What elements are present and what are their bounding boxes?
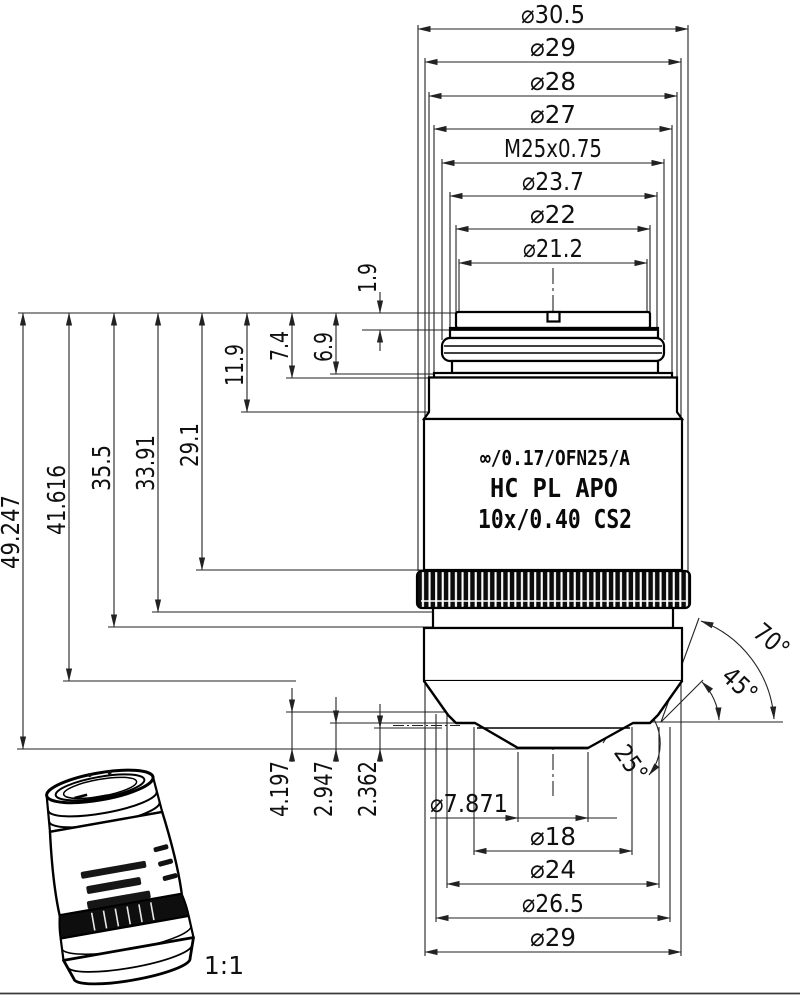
- dim-d22: ⌀22: [455, 200, 651, 233]
- top-extension-lines: [417, 25, 689, 571]
- dim-label-70deg: 70°: [748, 617, 796, 664]
- dim-label-d22: ⌀22: [530, 200, 576, 229]
- dim-label-d7-871: ⌀7.871: [430, 789, 508, 818]
- dim-label-7-4: 7.4: [265, 331, 294, 361]
- front-cone: [423, 680, 683, 750]
- dim-label-2-362: 2.362: [353, 761, 382, 817]
- scale-label: 1:1: [204, 951, 244, 980]
- dim-d18: ⌀18: [473, 822, 633, 855]
- dim-label-45deg: 45°: [716, 661, 764, 708]
- dim-label-41-616: 41.616: [42, 465, 71, 535]
- dim-label-29-1: 29.1: [175, 423, 204, 467]
- dim-label-d28: ⌀28: [530, 67, 576, 96]
- dim-d29-bottom: ⌀29: [424, 923, 682, 956]
- torus-ring: [440, 336, 666, 363]
- pictorial-engraving-lines: [80, 860, 151, 910]
- pictorial-side-grooves: [153, 844, 178, 881]
- dim-label-d30-5: ⌀30.5: [521, 0, 585, 29]
- dim-label-m25: M25x0.75: [504, 134, 602, 163]
- dim-label-d18: ⌀18: [530, 822, 576, 851]
- dim-d24: ⌀24: [446, 855, 660, 888]
- dim-d7-871: ⌀7.871: [430, 789, 617, 822]
- objective-outline: [415, 310, 692, 750]
- dim-label-25deg: 25°: [608, 739, 654, 787]
- dim-label-35-5: 35.5: [87, 445, 116, 491]
- dim-label-d23-7: ⌀23.7: [522, 167, 584, 196]
- dim-label-1-9: 1.9: [353, 263, 382, 293]
- dim-d30-5: ⌀30.5: [417, 0, 689, 33]
- dim-label-49-247: 49.247: [0, 495, 25, 569]
- dim-label-d26-5: ⌀26.5: [522, 889, 584, 918]
- dim-label-d21-2: ⌀21.2: [523, 234, 583, 263]
- dim-d28: ⌀28: [428, 67, 678, 100]
- top-dimensions: ⌀30.5 ⌀29 ⌀28 ⌀27 M25x0.75 ⌀23.7 ⌀22 ⌀2: [417, 0, 689, 267]
- dim-d23-7: ⌀23.7: [449, 167, 658, 200]
- bottom-dimensions: ⌀7.871 ⌀18 ⌀24 ⌀26.5 ⌀29: [424, 789, 682, 956]
- dim-label-11-9: 11.9: [220, 344, 249, 386]
- neck-ring: [450, 359, 660, 375]
- lower-housing: [422, 626, 684, 683]
- dim-label-d29-bottom: ⌀29: [530, 923, 576, 952]
- engraving-spec-line: ∞/0.17/OFN25/A: [480, 446, 630, 470]
- body-engraving: ∞/0.17/OFN25/A HC PL APO 10x/0.40 CS2: [478, 446, 632, 535]
- dim-label-d24: ⌀24: [530, 855, 576, 884]
- dim-label-2-947: 2.947: [309, 761, 338, 817]
- upper-housing: [421, 376, 685, 421]
- dim-label-6-9: 6.9: [309, 332, 338, 362]
- engraving-series-line: HC PL APO: [490, 474, 618, 504]
- left-reference-lines: [17, 312, 518, 750]
- dim-thread-m25: M25x0.75: [441, 134, 665, 167]
- dim-d26-5: ⌀26.5: [435, 889, 671, 922]
- lower-neck: [431, 606, 675, 630]
- pictorial-objective-view: [45, 768, 195, 986]
- engraving-mag-line: 10x/0.40 CS2: [478, 505, 632, 535]
- cap-notch: [546, 310, 561, 323]
- dim-label-d29: ⌀29: [530, 33, 576, 62]
- dim-d29: ⌀29: [424, 33, 682, 66]
- dim-label-33-91: 33.91: [131, 435, 160, 491]
- knurled-grip-ring: [415, 569, 692, 610]
- front-dimensions: 4.197 2.947 2.362: [265, 688, 458, 817]
- dim-d27: ⌀27: [433, 100, 673, 133]
- dim-d21-2: ⌀21.2: [458, 234, 648, 267]
- dim-label-d27: ⌀27: [530, 100, 576, 129]
- left-dimensions: 49.247 41.616 35.5 33.91 29.1 11.9 7.4 6…: [0, 263, 384, 750]
- dim-label-4-197: 4.197: [265, 761, 294, 817]
